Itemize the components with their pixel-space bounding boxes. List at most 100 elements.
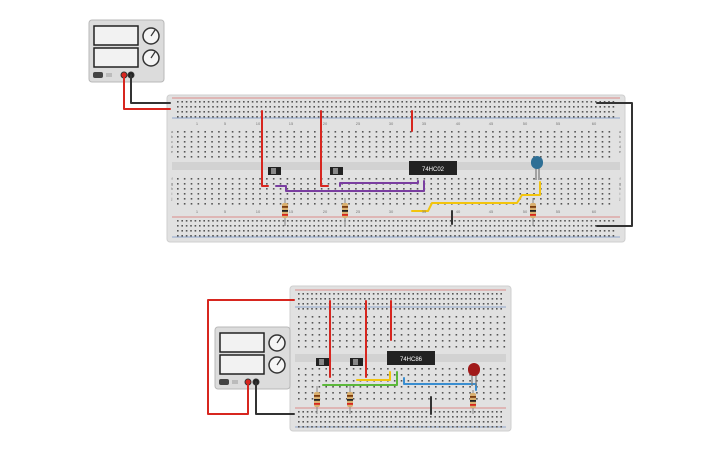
breadboard-hole[interactable] — [533, 183, 535, 185]
breadboard-hole[interactable] — [412, 426, 414, 428]
breadboard-hole[interactable] — [612, 106, 615, 108]
breadboard-hole[interactable] — [335, 116, 337, 118]
breadboard-hole[interactable] — [401, 116, 403, 118]
breadboard-hole[interactable] — [392, 235, 395, 237]
breadboard-hole[interactable] — [511, 230, 513, 232]
breadboard-hole[interactable] — [588, 146, 590, 148]
breadboard-hole[interactable] — [311, 334, 314, 336]
breadboard-hole[interactable] — [515, 111, 518, 113]
wire-purple-1[interactable] — [275, 180, 425, 192]
breadboard-hole[interactable] — [229, 225, 232, 227]
breadboard-hole[interactable] — [366, 220, 368, 222]
breadboard-hole[interactable] — [396, 146, 398, 148]
breadboard-hole[interactable] — [379, 111, 381, 113]
breadboard-hole[interactable] — [498, 136, 501, 138]
breadboard-hole[interactable] — [368, 156, 371, 158]
breadboard-hole[interactable] — [368, 146, 371, 148]
breadboard-hole[interactable] — [379, 235, 381, 237]
breadboard-hole[interactable] — [311, 316, 314, 318]
breadboard-hole[interactable] — [405, 116, 408, 118]
breadboard-hole[interactable] — [370, 230, 373, 232]
breadboard-hole[interactable] — [487, 293, 489, 295]
breadboard-hole[interactable] — [469, 392, 471, 394]
breadboard-hole[interactable] — [599, 220, 601, 222]
breadboard-hole[interactable] — [498, 225, 500, 227]
breadboard-hole[interactable] — [560, 183, 563, 185]
breadboard-hole[interactable] — [243, 230, 245, 232]
breadboard-hole[interactable] — [405, 101, 408, 103]
breadboard-hole[interactable] — [414, 220, 417, 222]
breadboard-hole[interactable] — [454, 101, 456, 103]
breadboard-hole[interactable] — [286, 178, 289, 180]
breadboard-hole[interactable] — [256, 101, 258, 103]
breadboard-hole[interactable] — [464, 188, 467, 190]
breadboard-hole[interactable] — [225, 230, 227, 232]
breadboard-hole[interactable] — [345, 316, 348, 318]
breadboard-hole[interactable] — [382, 193, 385, 195]
breadboard-hole[interactable] — [327, 193, 330, 195]
breadboard-hole[interactable] — [334, 198, 337, 200]
breadboard-hole[interactable] — [389, 151, 391, 153]
breadboard-hole[interactable] — [190, 151, 193, 153]
breadboard-hole[interactable] — [577, 225, 579, 227]
breadboard-hole[interactable] — [211, 141, 213, 143]
breadboard-hole[interactable] — [386, 308, 388, 310]
breadboard-hole[interactable] — [560, 193, 563, 195]
breadboard-hole[interactable] — [221, 235, 223, 237]
breadboard-hole[interactable] — [366, 316, 369, 318]
breadboard-hole[interactable] — [601, 156, 604, 158]
breadboard-hole[interactable] — [322, 106, 324, 108]
breadboard-hole[interactable] — [291, 225, 293, 227]
breadboard-hole[interactable] — [482, 416, 485, 418]
breadboard-hole[interactable] — [377, 411, 379, 413]
breadboard-hole[interactable] — [314, 178, 316, 180]
breadboard-hole[interactable] — [256, 225, 258, 227]
breadboard-hole[interactable] — [366, 225, 368, 227]
breadboard-hole[interactable] — [396, 193, 398, 195]
breadboard-hole[interactable] — [266, 156, 268, 158]
breadboard-hole[interactable] — [412, 421, 414, 423]
breadboard-hole[interactable] — [478, 293, 480, 295]
breadboard-hole[interactable] — [326, 225, 329, 227]
wire-red-supply[interactable] — [123, 74, 171, 110]
breadboard-hole[interactable] — [380, 346, 382, 348]
breadboard-hole[interactable] — [238, 106, 241, 108]
breadboard-hole[interactable] — [309, 235, 311, 237]
breadboard-hole[interactable] — [503, 340, 506, 342]
breadboard-hole[interactable] — [293, 131, 296, 133]
breadboard-hole[interactable] — [480, 116, 483, 118]
breadboard-hole[interactable] — [190, 230, 192, 232]
breadboard-hole[interactable] — [441, 111, 443, 113]
breadboard-hole[interactable] — [300, 203, 302, 205]
breadboard-hole[interactable] — [397, 220, 399, 222]
breadboard-hole[interactable] — [421, 322, 423, 324]
breadboard-hole[interactable] — [503, 374, 506, 376]
breadboard-hole[interactable] — [537, 116, 540, 118]
breadboard-hole[interactable] — [364, 426, 366, 428]
breadboard-hole[interactable] — [496, 303, 498, 305]
breadboard-hole[interactable] — [403, 146, 405, 148]
breadboard-hole[interactable] — [540, 203, 542, 205]
breadboard-hole[interactable] — [368, 136, 371, 138]
breadboard-hole[interactable] — [434, 293, 436, 295]
breadboard-hole[interactable] — [428, 380, 430, 382]
breadboard-hole[interactable] — [441, 398, 444, 400]
breadboard-hole[interactable] — [295, 111, 298, 113]
breadboard-hole[interactable] — [333, 421, 335, 423]
breadboard-hole[interactable] — [533, 111, 535, 113]
breadboard-hole[interactable] — [221, 111, 223, 113]
breadboard-hole[interactable] — [382, 178, 385, 180]
breadboard-hole[interactable] — [309, 111, 311, 113]
breadboard-hole[interactable] — [361, 198, 364, 200]
breadboard-hole[interactable] — [590, 111, 593, 113]
breadboard-hole[interactable] — [197, 131, 200, 133]
breadboard-hole[interactable] — [339, 398, 341, 400]
breadboard-hole[interactable] — [457, 156, 460, 158]
breadboard-hole[interactable] — [502, 101, 505, 103]
breadboard-hole[interactable] — [355, 151, 357, 153]
breadboard-hole[interactable] — [403, 136, 405, 138]
breadboard-hole[interactable] — [359, 421, 362, 423]
breadboard-hole[interactable] — [387, 340, 389, 342]
breadboard-hole[interactable] — [251, 111, 254, 113]
breadboard-hole[interactable] — [393, 316, 396, 318]
